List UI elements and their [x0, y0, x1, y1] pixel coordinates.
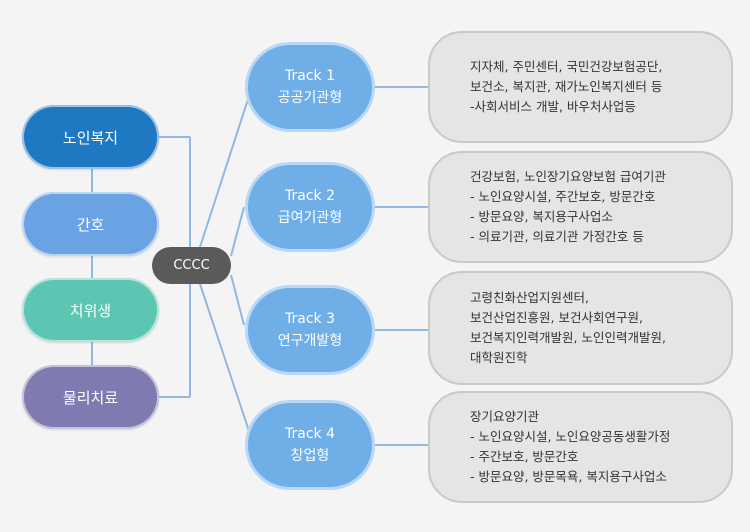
- description-line: 대학원진학: [470, 350, 528, 365]
- field-pill-dental-hygiene: 치위생: [22, 278, 159, 342]
- description-line: - 노인요양시설, 주간보호, 방문간호: [470, 189, 656, 204]
- track-title: Track 1: [285, 68, 335, 84]
- field-pill-senior-welfare: 노인복지: [22, 105, 159, 169]
- description-line: 보건복지인력개발원, 노인인력개발원,: [470, 330, 666, 345]
- track-pill-1: Track 1 공공기관형: [245, 42, 375, 132]
- track-title: Track 2: [285, 188, 335, 204]
- field-pill-nursing: 간호: [22, 192, 159, 256]
- description-line: 보건산업진흥원, 보건사회연구원,: [470, 310, 643, 325]
- description-line: 건강보험, 노인장기요양보험 급여기관: [470, 169, 666, 184]
- track-3-description: 고령친화산업지원센터, 보건산업진흥원, 보건사회연구원, 보건복지인력개발원,…: [428, 271, 733, 385]
- description-line: 보건소, 복지관, 재가노인복지센터 등: [470, 79, 663, 94]
- field-pill-physical-therapy: 물리치료: [22, 365, 159, 429]
- track-title: Track 4: [285, 426, 335, 442]
- track-pill-4: Track 4 창업형: [245, 400, 375, 490]
- track-1-description: 지자체, 주민센터, 국민건강보험공단, 보건소, 복지관, 재가노인복지센터 …: [428, 31, 733, 143]
- track-subtitle: 창업형: [290, 448, 330, 464]
- description-line: 고령친화산업지원센터,: [470, 290, 589, 305]
- track-subtitle: 급여기관형: [277, 210, 343, 226]
- description-line: - 의료기관, 의료기관 가정간호 등: [470, 229, 644, 244]
- field-label: 치위생: [69, 301, 112, 320]
- center-label: CCCC: [173, 258, 210, 273]
- center-hub: CCCC: [152, 247, 231, 284]
- track-pill-2: Track 2 급여기관형: [245, 162, 375, 252]
- track-subtitle: 연구개발형: [277, 333, 343, 349]
- field-label: 물리치료: [62, 388, 119, 407]
- description-line: - 방문요양, 방문목욕, 복지용구사업소: [470, 469, 667, 484]
- description-line: -사회서비스 개발, 바우처사업등: [470, 99, 636, 114]
- track-2-description: 건강보험, 노인장기요양보험 급여기관 - 노인요양시설, 주간보호, 방문간호…: [428, 151, 733, 263]
- description-line: - 노인요양시설, 노인요양공동생활가정: [470, 429, 671, 444]
- track-4-description: 장기요양기관 - 노인요양시설, 노인요양공동생활가정 - 주간보호, 방문간호…: [428, 391, 733, 503]
- description-line: 지자체, 주민센터, 국민건강보험공단,: [470, 59, 663, 74]
- track-pill-3: Track 3 연구개발형: [245, 285, 375, 375]
- field-label: 노인복지: [62, 128, 119, 147]
- track-title: Track 3: [285, 311, 335, 327]
- description-line: 장기요양기관: [470, 409, 540, 424]
- link-track-3: [230, 274, 245, 326]
- description-line: - 주간보호, 방문간호: [470, 449, 579, 464]
- link-track-2: [230, 206, 245, 257]
- description-line: - 방문요양, 복지용구사업소: [470, 209, 613, 224]
- field-label: 간호: [76, 215, 105, 234]
- track-subtitle: 공공기관형: [277, 90, 343, 106]
- link-track-4: [199, 283, 253, 441]
- link-track-1: [199, 86, 253, 248]
